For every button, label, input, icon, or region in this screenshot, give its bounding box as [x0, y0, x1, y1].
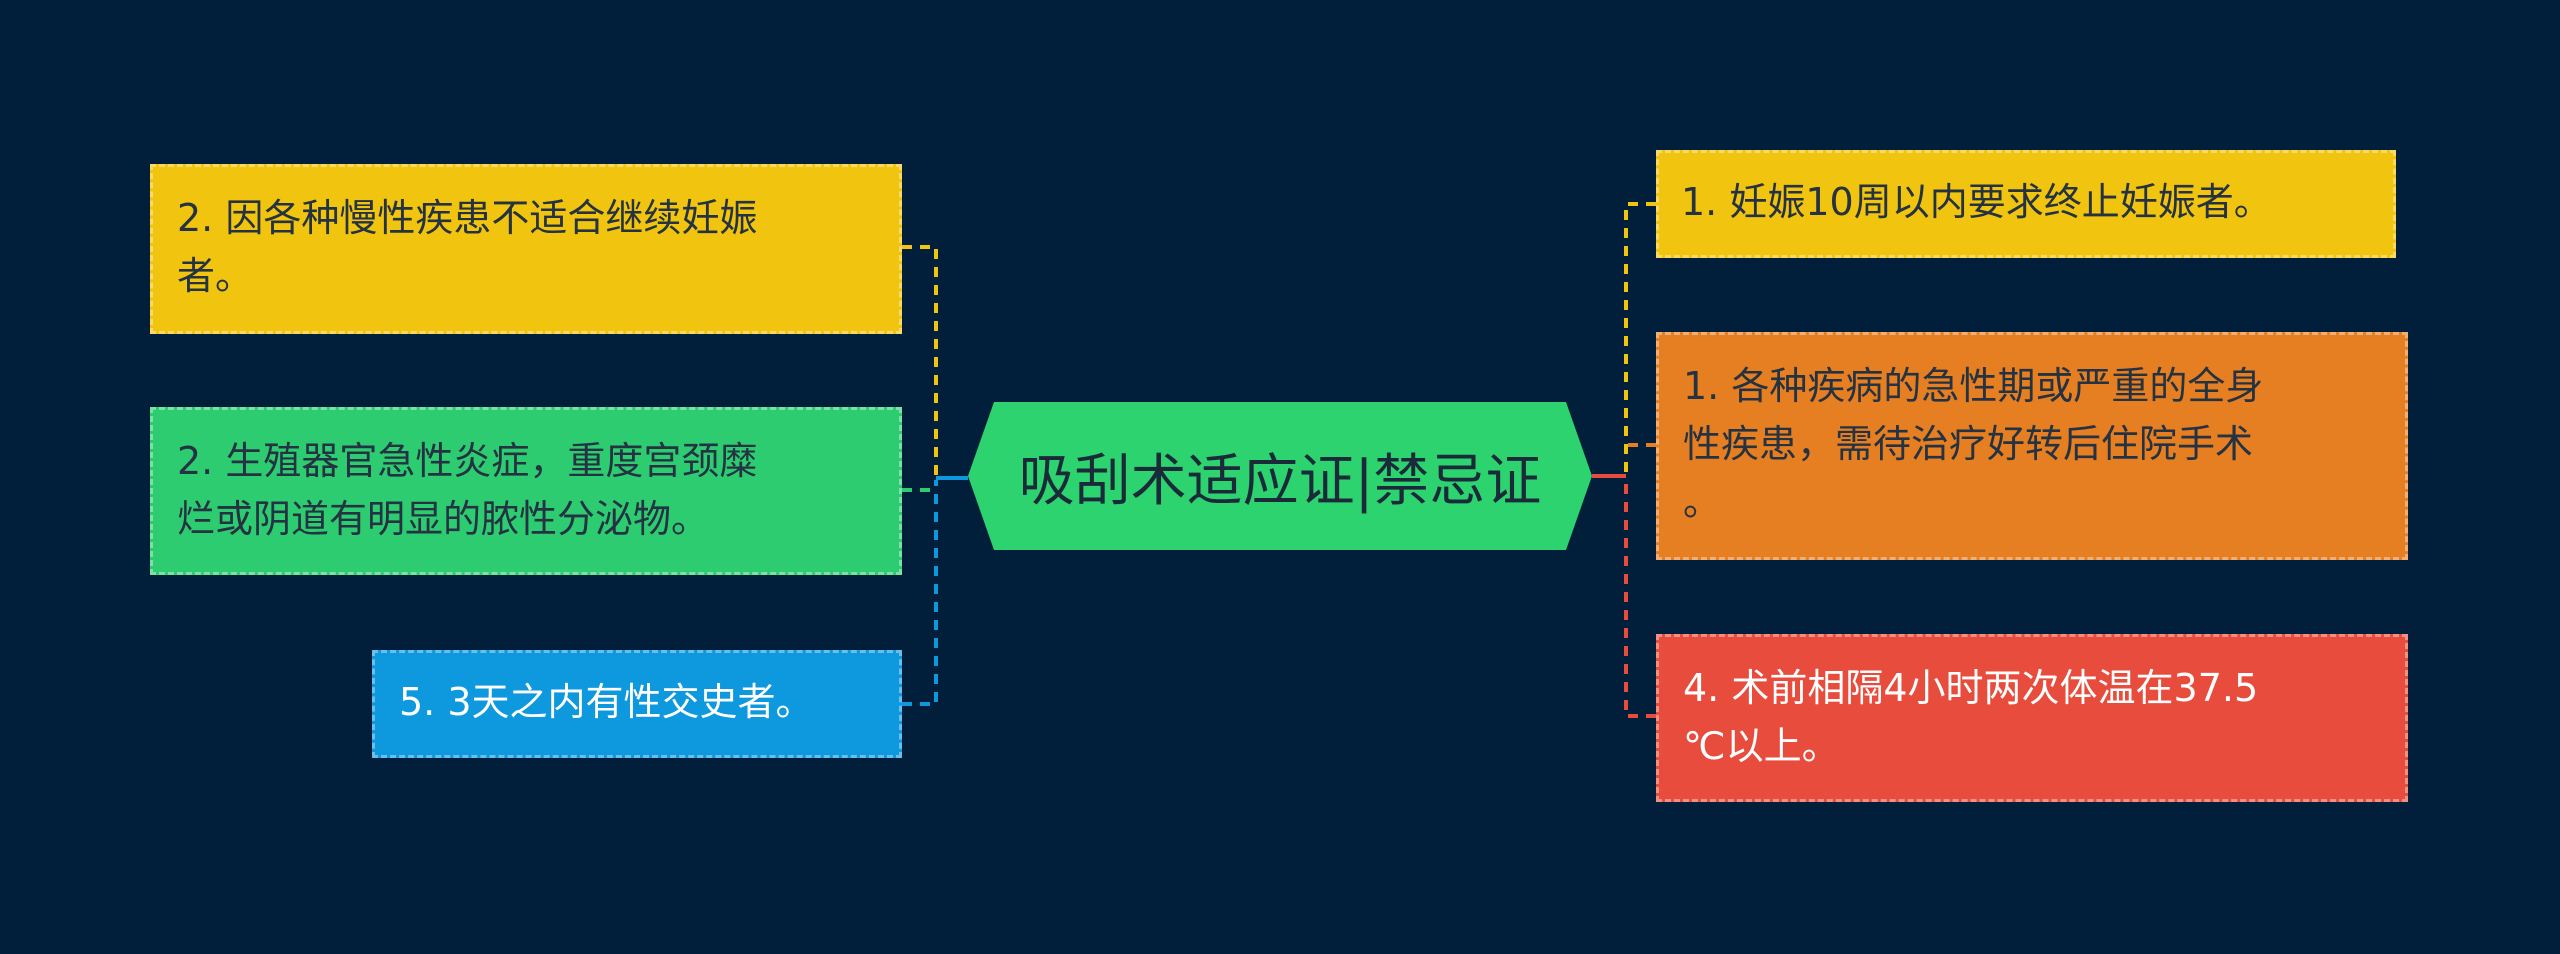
connector-left-1: [902, 245, 938, 478]
right-node-3[interactable]: 4. 术前相隔4小时两次体温在37.5 ℃以上。: [1656, 634, 2408, 802]
right-node-2[interactable]: 1. 各种疾病的急性期或严重的全身 性疾患，需待治疗好转后住院手术 。: [1656, 332, 2408, 560]
connector-left-3: [902, 480, 938, 706]
left-node-2-line-2: 烂或阴道有明显的脓性分泌物。: [177, 497, 710, 541]
left-node-1-line-1: 2. 因各种慢性疾患不适合继续妊娠: [177, 196, 758, 240]
connector-right-3: [1624, 478, 1656, 718]
right-node-3-line-2: ℃以上。: [1683, 724, 1840, 768]
right-node-2-line-2: 性疾患，需待治疗好转后住院手术: [1683, 422, 2254, 466]
right-node-1[interactable]: 1. 妊娠10周以内要求终止妊娠者。: [1656, 150, 2396, 258]
left-node-1-line-2: 者。: [177, 254, 254, 298]
left-node-3-line-1: 5. 3天之内有性交史者。: [399, 680, 814, 724]
left-node-1[interactable]: 2. 因各种慢性疾患不适合继续妊娠 者。: [150, 164, 902, 334]
central-topic[interactable]: 吸刮术适应证|禁忌证: [968, 402, 1592, 550]
left-node-2[interactable]: 2. 生殖器官急性炎症，重度宫颈糜 烂或阴道有明显的脓性分泌物。: [150, 407, 902, 575]
right-node-2-line-3: 。: [1683, 480, 1722, 524]
central-topic-label: 吸刮术适应证|禁忌证: [1018, 448, 1542, 514]
right-node-3-line-1: 4. 术前相隔4小时两次体温在37.5: [1683, 666, 2259, 710]
right-node-2-line-1: 1. 各种疾病的急性期或严重的全身: [1683, 364, 2264, 408]
left-node-2-line-1: 2. 生殖器官急性炎症，重度宫颈糜: [177, 439, 758, 483]
connector-right-1: [1624, 202, 1656, 474]
right-node-1-line-1: 1. 妊娠10周以内要求终止妊娠者。: [1681, 180, 2272, 224]
left-node-3[interactable]: 5. 3天之内有性交史者。: [372, 650, 902, 758]
